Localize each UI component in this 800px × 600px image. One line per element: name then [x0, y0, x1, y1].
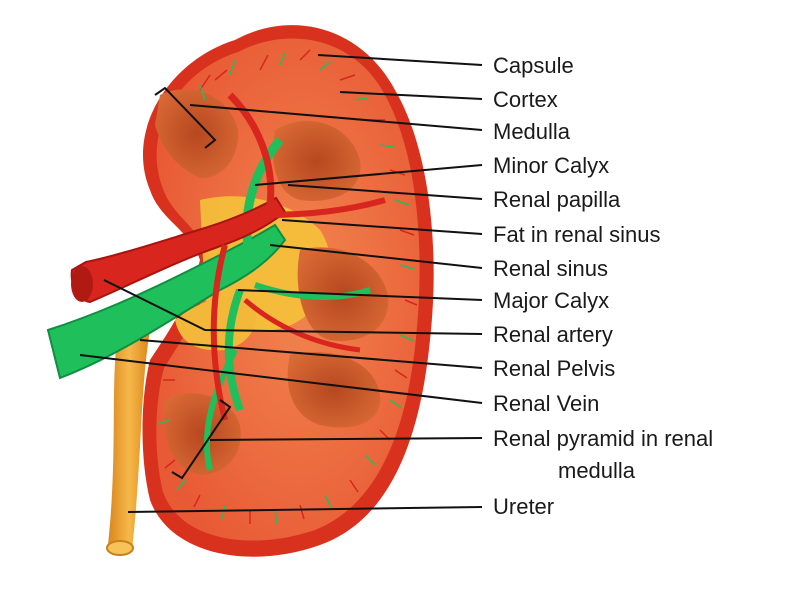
- vessel-network: [157, 49, 418, 525]
- label-renal-papilla: Renal papilla: [493, 187, 621, 212]
- leader-renal-papilla: [287, 184, 483, 200]
- leader-renal-vein: [79, 354, 483, 404]
- leader-fat-in-renal-sinus: [281, 219, 483, 235]
- label-medulla: Medulla: [493, 119, 571, 144]
- ureter-shape: [106, 330, 150, 556]
- renal-vein-shape: [46, 137, 371, 471]
- leader-cortex: [339, 91, 483, 100]
- label-ureter: Ureter: [493, 494, 555, 519]
- leader-renal-pelvis: [139, 339, 483, 369]
- leader-renal-sinus: [269, 244, 483, 269]
- leader-major-calyx: [237, 289, 483, 301]
- leader-capsule: [317, 54, 483, 66]
- label-renal-pyramid-line1: Renal pyramid in renal: [493, 426, 714, 451]
- medulla-bracket: [154, 86, 217, 149]
- leader-ureter: [127, 506, 483, 513]
- label-renal-artery: Renal artery: [493, 322, 613, 347]
- label-minor-calyx: Minor Calyx: [493, 153, 610, 178]
- label-cortex: Cortex: [493, 87, 558, 112]
- label-renal-pelvis: Renal Pelvis: [493, 356, 616, 381]
- leader-renal-pyramid: [209, 437, 483, 441]
- label-renal-sinus: Renal sinus: [493, 256, 608, 281]
- leader-minor-calyx: [254, 164, 483, 186]
- label-renal-pyramid-line2: medulla: [558, 458, 636, 483]
- pyramid-bracket: [171, 399, 232, 480]
- leader-lines: [79, 54, 483, 513]
- pyramid-brackets: [154, 86, 232, 480]
- leader-medulla: [189, 104, 483, 131]
- label-fat-in-renal-sinus: Fat in renal sinus: [493, 222, 661, 247]
- label-renal-vein: Renal Vein: [493, 391, 600, 416]
- label-capsule: Capsule: [493, 53, 574, 78]
- leader-renal-artery: [103, 279, 483, 335]
- label-major-calyx: Major Calyx: [493, 288, 610, 313]
- renal-artery-shape: [70, 92, 386, 421]
